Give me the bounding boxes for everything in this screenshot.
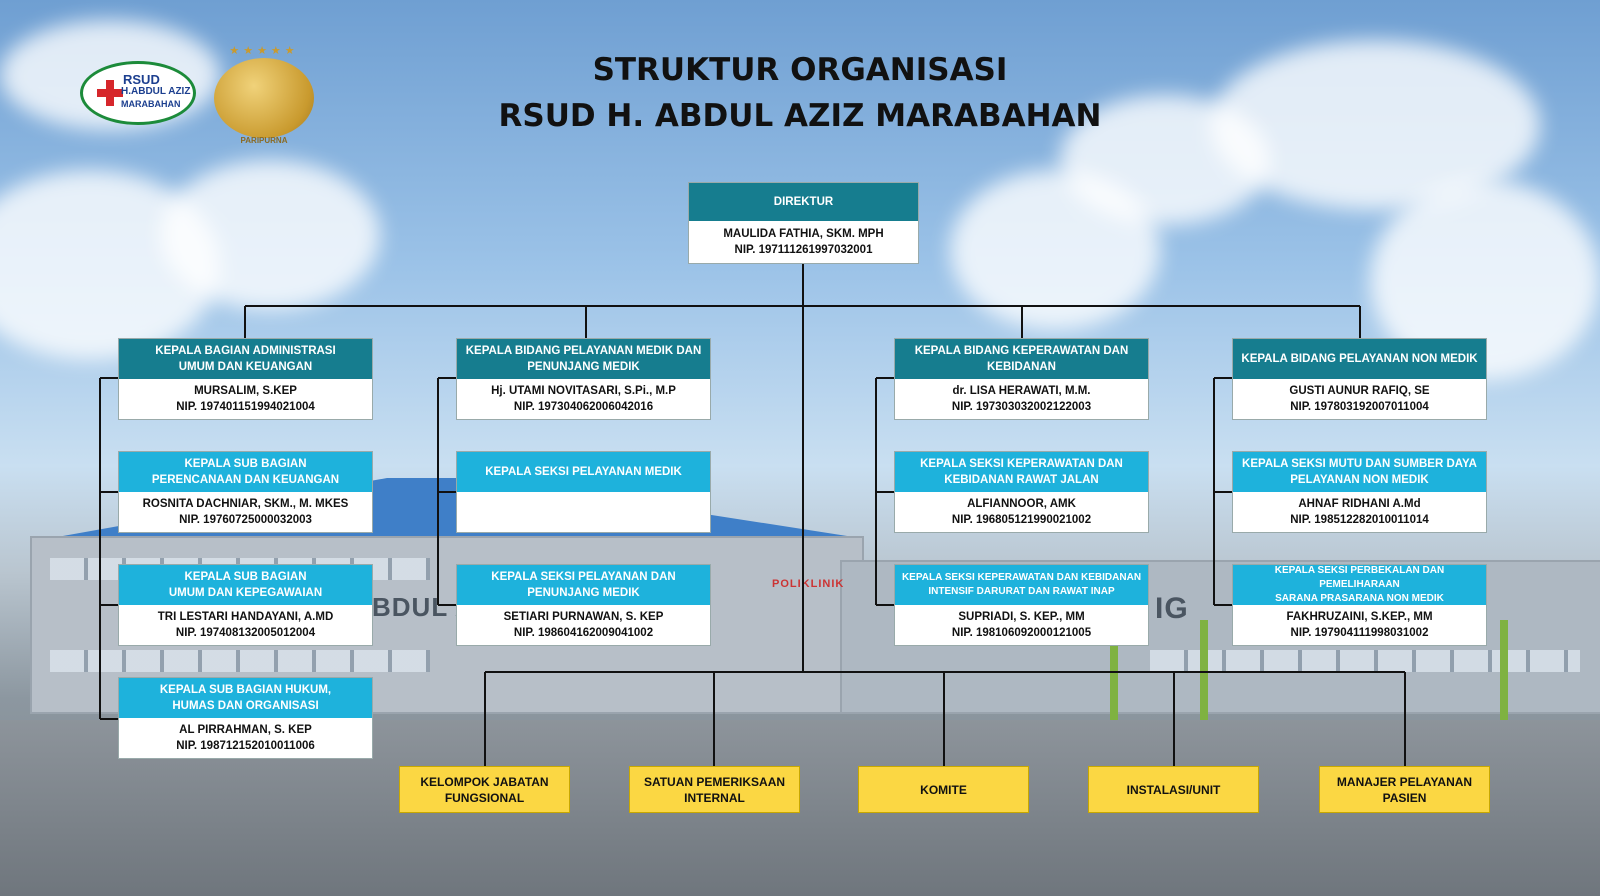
- position-title: KEPALA SEKSI KEPERAWATAN DAN KEBIDANAN I…: [895, 565, 1148, 605]
- official-info: [457, 492, 710, 532]
- direktur-box: DIREKTUR MAULIDA FATHIA, SKM. MPH NIP. 1…: [688, 182, 919, 264]
- official-info: SUPRIADI, S. KEP., MM NIP. 1981060920001…: [895, 605, 1148, 645]
- official-nip: NIP. 198604162009041002: [513, 627, 654, 639]
- position-title: KEPALA SEKSI PELAYANAN MEDIK: [457, 452, 710, 492]
- kasubbag-perencanaan-box: KEPALA SUB BAGIAN PERENCANAAN DAN KEUANG…: [118, 451, 373, 533]
- poliklinik-sign: POLIKLINIK: [772, 578, 845, 590]
- official-nip: NIP. 197408132005012004: [175, 627, 316, 639]
- pillar: [1110, 620, 1118, 720]
- official-nip: NIP. 19760725000032003: [179, 514, 312, 526]
- position-title: DIREKTUR: [689, 183, 918, 221]
- official-nip: NIP. 198712152010011006: [176, 740, 315, 752]
- kasubbag-hukum-box: KEPALA SUB BAGIAN HUKUM, HUMAS DAN ORGAN…: [118, 677, 373, 759]
- unit-manajer-pelayanan-pasien: MANAJER PELAYANAN PASIEN: [1319, 766, 1490, 813]
- official-info: MURSALIM, S.KEP NIP. 197401151994021004: [119, 379, 372, 419]
- kasi-rawat-jalan-box: KEPALA SEKSI KEPERAWATAN DAN KEBIDANAN R…: [894, 451, 1149, 533]
- official-nip: NIP. 197111261997032001: [734, 244, 873, 256]
- cloud: [950, 170, 1160, 330]
- kasi-mutu-box: KEPALA SEKSI MUTU DAN SUMBER DAYA PELAYA…: [1232, 451, 1487, 533]
- position-title: KEPALA SUB BAGIAN UMUM DAN KEPEGAWAIAN: [119, 565, 372, 605]
- official-name: ALFIANNOOR, AMK: [967, 498, 1076, 510]
- official-name: SUPRIADI, S. KEP., MM: [958, 611, 1085, 623]
- official-info: MAULIDA FATHIA, SKM. MPH NIP. 1971112619…: [689, 221, 918, 263]
- position-title: KEPALA SEKSI PERBEKALAN DAN PEMELIHARAAN…: [1233, 565, 1486, 605]
- official-nip: NIP. 197303032002122003: [951, 401, 1092, 413]
- position-title: KEPALA SEKSI MUTU DAN SUMBER DAYA PELAYA…: [1233, 452, 1486, 492]
- kasubbag-umum-box: KEPALA SUB BAGIAN UMUM DAN KEPEGAWAIAN T…: [118, 564, 373, 646]
- position-title: KEPALA BIDANG KEPERAWATAN DAN KEBIDANAN: [895, 339, 1148, 379]
- position-title: KEPALA BAGIAN ADMINISTRASI UMUM DAN KEUA…: [119, 339, 372, 379]
- red-cross-icon: [97, 80, 123, 106]
- unit-instalasi: INSTALASI/UNIT: [1088, 766, 1259, 813]
- stars-icon: ★★★★★: [229, 45, 299, 57]
- page-title: STRUKTUR ORGANISASI: [592, 52, 1008, 88]
- official-name: TRI LESTARI HANDAYANI, A.MD: [157, 611, 334, 623]
- kasi-pelayanan-medik-box: KEPALA SEKSI PELAYANAN MEDIK: [456, 451, 711, 533]
- unit-satuan-pemeriksaan-internal: SATUAN PEMERIKSAAN INTERNAL: [629, 766, 800, 813]
- official-info: AHNAF RIDHANI A.Md NIP. 1985122820100110…: [1233, 492, 1486, 532]
- official-info: FAKHRUZAINI, S.KEP., MM NIP. 19790411199…: [1233, 605, 1486, 645]
- position-title: KEPALA BIDANG PELAYANAN NON MEDIK: [1233, 339, 1486, 379]
- accreditation-caption: PARIPURNA: [240, 136, 288, 145]
- official-info: GUSTI AUNUR RAFIQ, SE NIP. 1978031920070…: [1233, 379, 1486, 419]
- kasi-penunjang-medik-box: KEPALA SEKSI PELAYANAN DAN PENUNJANG MED…: [456, 564, 711, 646]
- medal-icon: [214, 58, 314, 138]
- official-info: dr. LISA HERAWATI, M.M. NIP. 19730303200…: [895, 379, 1148, 419]
- kabid-pelayanan-medik-box: KEPALA BIDANG PELAYANAN MEDIK DAN PENUNJ…: [456, 338, 711, 420]
- official-info: ROSNITA DACHNIAR, SKM., M. MKES NIP. 197…: [119, 492, 372, 532]
- windows: [1150, 650, 1580, 672]
- position-title: KEPALA SEKSI KEPERAWATAN DAN KEBIDANAN R…: [895, 452, 1148, 492]
- cloud: [160, 160, 380, 310]
- pillar: [1200, 620, 1208, 720]
- official-name: Hj. UTAMI NOVITASARI, S.Pi., M.P: [491, 385, 676, 397]
- building-sign-igd: IG: [1155, 592, 1189, 625]
- kabid-keperawatan-box: KEPALA BIDANG KEPERAWATAN DAN KEBIDANAN …: [894, 338, 1149, 420]
- official-name: GUSTI AUNUR RAFIQ, SE: [1289, 385, 1430, 397]
- kabag-administrasi-box: KEPALA BAGIAN ADMINISTRASI UMUM DAN KEUA…: [118, 338, 373, 420]
- accreditation-logo: ★★★★★ PARIPURNA: [214, 45, 314, 146]
- position-title: KEPALA SEKSI PELAYANAN DAN PENUNJANG MED…: [457, 565, 710, 605]
- page-subtitle: RSUD H. ABDUL AZIZ MARABAHAN: [498, 98, 1102, 134]
- logo-text: RSUD: [123, 72, 160, 87]
- position-title: KEPALA SUB BAGIAN PERENCANAAN DAN KEUANG…: [119, 452, 372, 492]
- official-name: MAULIDA FATHIA, SKM. MPH: [723, 228, 884, 240]
- kabid-non-medik-box: KEPALA BIDANG PELAYANAN NON MEDIK GUSTI …: [1232, 338, 1487, 420]
- official-name: ROSNITA DACHNIAR, SKM., M. MKES: [142, 498, 349, 510]
- official-name: AL PIRRAHMAN, S. KEP: [179, 724, 312, 736]
- unit-komite: KOMITE: [858, 766, 1029, 813]
- pillar: [1500, 620, 1508, 720]
- official-name: FAKHRUZAINI, S.KEP., MM: [1286, 611, 1433, 623]
- official-info: SETIARI PURNAWAN, S. KEP NIP. 1986041620…: [457, 605, 710, 645]
- logo-text: MARABAHAN: [121, 99, 181, 109]
- official-nip: NIP. 198512282010011014: [1290, 514, 1429, 526]
- official-name: SETIARI PURNAWAN, S. KEP: [503, 611, 664, 623]
- official-nip: NIP. 198106092000121005: [951, 627, 1092, 639]
- official-nip: NIP. 197803192007011004: [1290, 401, 1429, 413]
- official-info: Hj. UTAMI NOVITASARI, S.Pi., M.P NIP. 19…: [457, 379, 710, 419]
- official-info: AL PIRRAHMAN, S. KEP NIP. 19871215201001…: [119, 718, 372, 758]
- official-info: ALFIANNOOR, AMK NIP. 196805121990021002: [895, 492, 1148, 532]
- position-title: KEPALA SUB BAGIAN HUKUM, HUMAS DAN ORGAN…: [119, 678, 372, 718]
- official-nip: NIP. 196805121990021002: [951, 514, 1092, 526]
- official-name: AHNAF RIDHANI A.Md: [1298, 498, 1421, 510]
- position-title: KEPALA BIDANG PELAYANAN MEDIK DAN PENUNJ…: [457, 339, 710, 379]
- official-name: MURSALIM, S.KEP: [194, 385, 297, 397]
- hospital-logo: RSUD H.ABDUL AZIZ MARABAHAN: [80, 61, 196, 125]
- official-info: TRI LESTARI HANDAYANI, A.MD NIP. 1974081…: [119, 605, 372, 645]
- logo-text: H.ABDUL AZIZ: [121, 86, 191, 97]
- official-nip: NIP. 197904111998031002: [1290, 627, 1429, 639]
- official-nip: NIP. 197304062006042016: [513, 401, 654, 413]
- kasi-rawat-inap-box: KEPALA SEKSI KEPERAWATAN DAN KEBIDANAN I…: [894, 564, 1149, 646]
- kasi-perbekalan-box: KEPALA SEKSI PERBEKALAN DAN PEMELIHARAAN…: [1232, 564, 1487, 646]
- windows: [50, 650, 430, 672]
- official-nip: NIP. 197401151994021004: [176, 401, 315, 413]
- official-name: dr. LISA HERAWATI, M.M.: [952, 385, 1091, 397]
- unit-kelompok-jabatan-fungsional: KELOMPOK JABATAN FUNGSIONAL: [399, 766, 570, 813]
